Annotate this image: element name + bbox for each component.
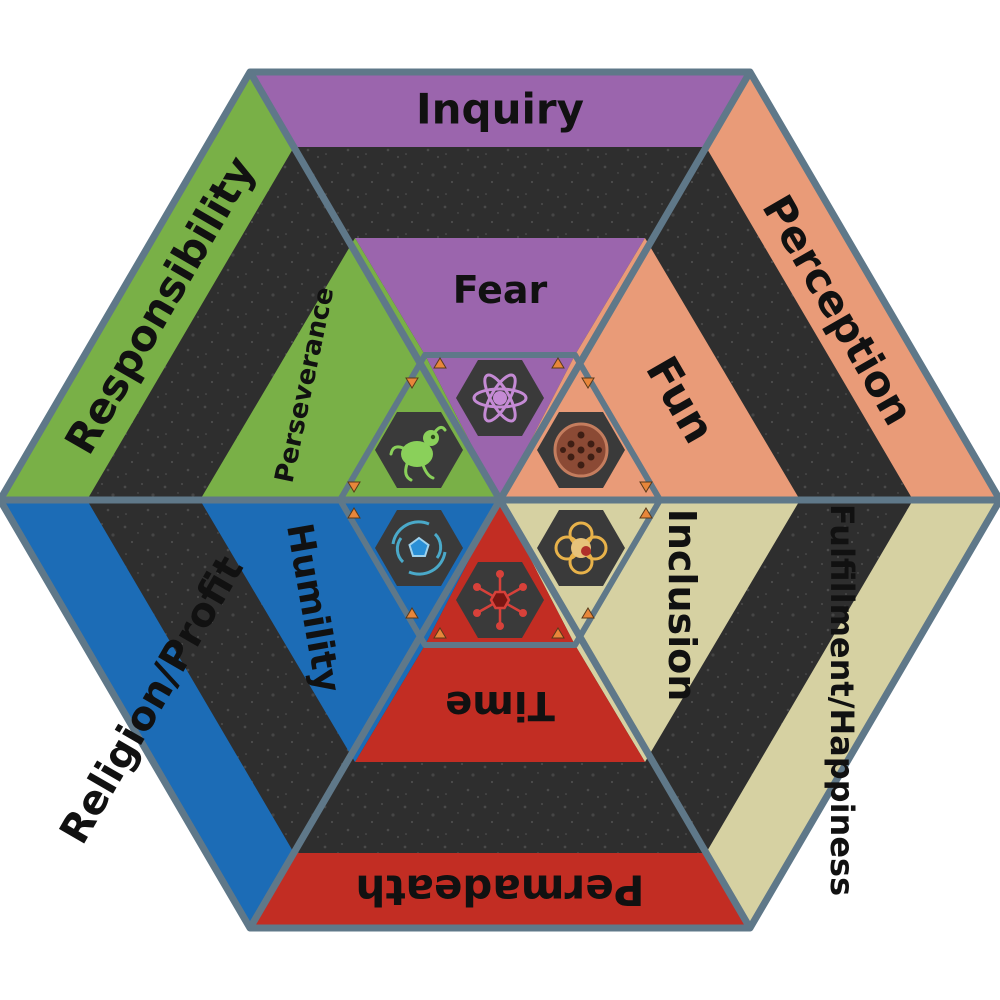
label-inquiry: Inquiry: [416, 85, 584, 134]
band-fun: [575, 238, 800, 500]
triangle-markers: [347, 357, 653, 639]
outer-ring: [0, 72, 1000, 928]
label-fear: Fear: [453, 268, 548, 312]
marker-up: [581, 607, 595, 619]
band-fulfillment: [706, 500, 1000, 928]
band-religion-profit: [0, 500, 294, 928]
band-inquiry: [250, 72, 750, 147]
marker-up: [347, 507, 361, 519]
divider-lines: [0, 68, 1000, 932]
band-time: [355, 645, 645, 762]
band-perception: [706, 72, 1000, 500]
marker-up: [639, 507, 653, 519]
atom-icon: [456, 360, 544, 436]
marker-up: [433, 627, 447, 639]
marker-up: [551, 357, 565, 369]
marker-up: [551, 627, 565, 639]
label-permadeath: Permadeath: [356, 866, 645, 915]
band-humility: [200, 500, 425, 762]
network-node-icon: [456, 562, 544, 638]
vortex-pentagon-icon: [375, 510, 463, 586]
marker-down: [581, 377, 595, 389]
label-fulfillment-happiness: Fulfillment/Happiness: [823, 504, 861, 896]
band-responsibility: [0, 72, 294, 500]
band-permadeath: [250, 853, 750, 928]
lotus-seed-pod-icon: [537, 412, 625, 488]
band-fear: [355, 238, 645, 355]
flower-frame-icon: [537, 510, 625, 586]
middle-ring: [200, 238, 800, 762]
green-creature-icon: [375, 412, 463, 488]
band-inclusion: [575, 500, 800, 762]
marker-up: [405, 607, 419, 619]
label-time: Time: [445, 682, 555, 728]
marker-up: [433, 357, 447, 369]
icon-tiles: [375, 360, 625, 638]
label-inclusion: Inclusion: [660, 509, 704, 702]
marker-down: [347, 481, 361, 493]
band-perseverance: [200, 238, 425, 500]
marker-down: [639, 481, 653, 493]
marker-down: [405, 377, 419, 389]
